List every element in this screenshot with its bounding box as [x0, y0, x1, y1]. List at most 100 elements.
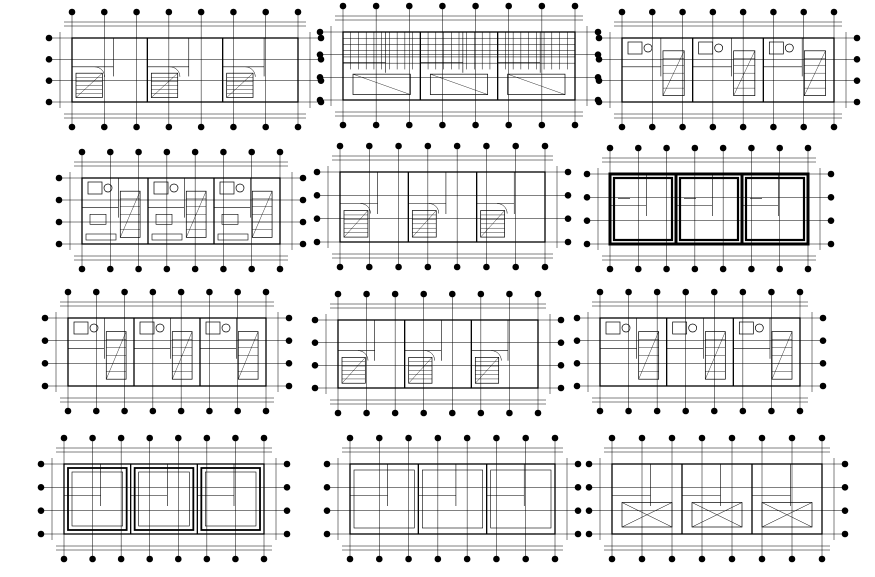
plan-panel-r2c3: [583, 144, 835, 273]
door-swing: [491, 350, 502, 361]
grid-bubble-top: [133, 8, 140, 16]
grid-bubble-top: [505, 2, 513, 10]
grid-bubble-right: [557, 384, 565, 392]
grid-bubble-top: [453, 142, 461, 150]
grid-bubble-top: [448, 290, 456, 298]
grid-bubble-top: [375, 434, 383, 442]
grid-bubble-bottom: [739, 407, 747, 415]
building-outline: [621, 37, 835, 103]
grid-bubble-left: [313, 238, 321, 246]
grid-bubble-bottom: [206, 407, 213, 415]
grid-bubble-bottom: [334, 409, 342, 417]
grid-bubble-right: [317, 34, 325, 42]
grid-bubble-top: [117, 434, 125, 442]
grid-bubble-left: [323, 460, 331, 468]
grid-bubble-bottom: [638, 555, 646, 563]
grid-bubble-top: [800, 8, 808, 16]
grid-bubble-bottom: [420, 409, 428, 417]
bath-fixture: [219, 181, 235, 195]
grid-bubble-bottom: [682, 407, 690, 415]
grid-bubble-bottom: [64, 407, 72, 415]
bath-fixture: [698, 41, 714, 55]
grid-bubble-left: [583, 240, 591, 248]
grid-bubble-bottom: [719, 265, 727, 273]
grid-bubble-left: [313, 192, 321, 199]
building-outline: [81, 177, 281, 245]
furniture: [151, 233, 183, 241]
grid-bubble-top: [709, 8, 717, 16]
plan-panel-r1c2: [316, 2, 602, 129]
grid-bubble-left: [573, 360, 581, 367]
grid-bubble-top: [648, 8, 656, 16]
door-swing: [497, 203, 508, 214]
grid-bubble-bottom: [522, 555, 530, 563]
grid-bubble-left: [313, 215, 321, 222]
grid-bubble-top: [512, 142, 520, 150]
grid-bubble-left: [37, 484, 45, 491]
grid-bubble-bottom: [363, 409, 370, 417]
grid-bubble-left: [55, 196, 63, 204]
grid-bubble-right: [574, 530, 582, 538]
grid-bubble-left: [316, 51, 324, 58]
grid-bubble-bottom: [294, 123, 302, 131]
grid-bubble-right: [819, 314, 827, 322]
grid-bubble-top: [336, 142, 344, 150]
grid-bubble-right: [574, 484, 582, 491]
grid-bubble-bottom: [483, 263, 490, 271]
grid-bubble-bottom: [149, 407, 157, 415]
plan-panel-r4c2: [323, 434, 582, 563]
grid-bubble-bottom: [663, 265, 670, 273]
bath-fixture: [73, 321, 89, 335]
building-outline: [67, 317, 267, 387]
grid-bubble-bottom: [776, 265, 784, 273]
grid-bubble-bottom: [391, 409, 399, 417]
grid-bubble-bottom: [534, 409, 542, 417]
grid-bubble-bottom: [106, 265, 114, 273]
grid-bubble-top: [365, 142, 373, 150]
grid-bubble-left: [311, 384, 319, 392]
toilet-icon: [784, 43, 794, 53]
furniture: [221, 214, 239, 225]
grid-bubble-top: [770, 8, 777, 16]
grid-bubble-right: [827, 240, 835, 248]
grid-bubble-left: [585, 460, 593, 468]
grid-bubble-right: [841, 484, 849, 491]
toilet-icon: [89, 323, 99, 333]
grid-bubble-right: [827, 194, 835, 201]
grid-bubble-top: [121, 288, 128, 296]
grid-bubble-bottom: [336, 263, 344, 271]
grid-bubble-top: [339, 2, 347, 10]
furniture: [85, 233, 117, 241]
door-swing: [169, 66, 181, 77]
grid-bubble-left: [583, 194, 591, 201]
grid-bubble-bottom: [448, 409, 456, 417]
grid-bubble-left: [316, 28, 324, 36]
grid-bubble-top: [698, 434, 706, 442]
grid-bubble-bottom: [710, 407, 718, 415]
grid-bubble-right: [819, 382, 827, 390]
plan-panel-r1c1: [45, 8, 325, 131]
grid-bubble-bottom: [541, 263, 549, 271]
grid-bubble-left: [41, 360, 49, 367]
grid-bubble-top: [276, 148, 284, 156]
grid-bubble-left: [55, 240, 63, 248]
grid-bubble-bottom: [375, 555, 383, 563]
grid-bubble-left: [573, 337, 581, 344]
grid-bubble-bottom: [276, 265, 284, 273]
grid-bubble-top: [796, 288, 804, 296]
grid-bubble-left: [55, 218, 63, 226]
building-outline: [349, 463, 556, 535]
grid-bubble-right: [283, 460, 291, 468]
grid-bubble-right: [841, 530, 849, 538]
grid-bubble-top: [682, 288, 690, 296]
grid-bubble-bottom: [220, 265, 227, 273]
grid-bubble-top: [571, 2, 579, 10]
grid-bubble-left: [45, 98, 53, 106]
grid-bubble-bottom: [177, 407, 185, 415]
grid-bubble-bottom: [472, 121, 479, 129]
toilet-icon: [155, 323, 165, 333]
grid-bubble-top: [663, 144, 670, 152]
toilet-icon: [754, 323, 764, 333]
grid-bubble-right: [283, 507, 291, 514]
